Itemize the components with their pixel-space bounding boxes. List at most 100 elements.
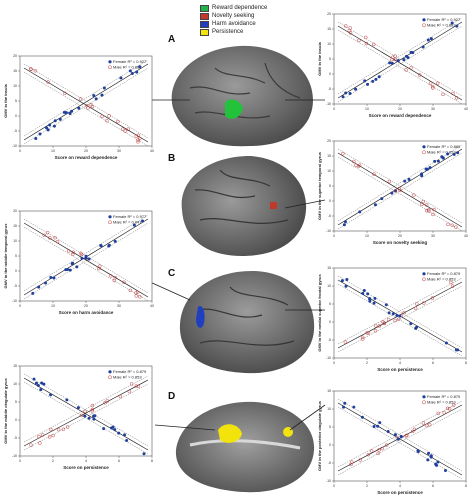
data-point-male xyxy=(387,179,392,184)
data-point-female xyxy=(429,454,433,458)
x-tick-label: 30 xyxy=(431,234,435,238)
data-point-female xyxy=(421,45,425,49)
data-point-male xyxy=(366,452,371,457)
y-tick-label: 15 xyxy=(327,27,331,31)
x-tick-label: 10 xyxy=(365,107,369,111)
data-point-female xyxy=(53,119,57,123)
data-point-male xyxy=(348,26,352,30)
data-point-male xyxy=(135,290,140,294)
legend-female: Female R² = 0.927 xyxy=(427,17,461,22)
data-point-male xyxy=(354,163,358,167)
data-point-male xyxy=(45,230,50,235)
data-point-female xyxy=(99,244,103,248)
x-tick-label: 40 xyxy=(150,304,154,308)
data-point-male xyxy=(51,433,55,438)
data-point-male xyxy=(116,119,120,124)
x-tick-label: 6 xyxy=(432,361,434,365)
data-point-male xyxy=(426,207,431,212)
data-point-female xyxy=(362,288,366,292)
confidence-band xyxy=(337,275,463,349)
data-point-female xyxy=(87,416,91,420)
legend-item-reward: Reward dependence xyxy=(200,4,267,12)
data-point-male xyxy=(364,41,369,46)
legend-label: Reward dependence xyxy=(212,5,268,11)
data-point-female xyxy=(340,279,344,283)
y-tick-label: 10 xyxy=(13,382,17,386)
data-point-male xyxy=(89,102,93,107)
data-point-male xyxy=(436,411,441,416)
data-point-female xyxy=(368,299,372,303)
data-point-female xyxy=(138,65,142,69)
data-point-female xyxy=(113,239,117,243)
data-point-female xyxy=(455,24,459,28)
data-point-female xyxy=(427,451,431,455)
confidence-band xyxy=(23,71,149,147)
data-point-female xyxy=(402,58,406,62)
data-point-male xyxy=(128,288,133,293)
data-point-male xyxy=(78,251,83,256)
data-point-female xyxy=(387,311,391,315)
y-tick-label: -5 xyxy=(14,284,17,288)
data-point-male xyxy=(97,266,101,271)
data-point-male xyxy=(449,280,453,285)
data-point-male xyxy=(105,118,109,123)
y-tick-label: 10 xyxy=(13,239,17,243)
data-point-female xyxy=(377,75,381,79)
data-point-female xyxy=(76,406,80,410)
confidence-band xyxy=(23,373,149,447)
data-point-male xyxy=(404,434,408,438)
data-point-female xyxy=(348,92,352,96)
data-point-female xyxy=(352,405,356,409)
data-point-male xyxy=(127,389,132,394)
data-point-female xyxy=(390,191,394,195)
data-point-male xyxy=(71,252,75,256)
data-point-male xyxy=(33,69,38,73)
data-point-female xyxy=(454,348,458,352)
y-tick-label: 15 xyxy=(13,69,17,73)
data-point-female xyxy=(372,425,376,429)
legend-male: Male R² = 0.853 xyxy=(427,150,456,155)
data-point-female xyxy=(393,433,397,437)
data-point-male xyxy=(97,264,102,268)
confidence-band xyxy=(337,148,463,224)
data-point-male xyxy=(451,91,455,96)
data-point-male xyxy=(372,172,376,176)
y-tick-label: 15 xyxy=(327,389,331,393)
legend-marker-male xyxy=(422,150,426,155)
y-tick-label: 10 xyxy=(327,284,331,288)
data-point-female xyxy=(75,265,79,269)
data-point-male xyxy=(55,239,60,244)
data-point-male xyxy=(48,236,52,240)
legend-marker-female xyxy=(108,60,112,64)
x-tick-label: 20 xyxy=(398,107,402,111)
region-legend: Reward dependence Novelty seeking Harm a… xyxy=(200,4,267,36)
data-point-female xyxy=(415,325,419,329)
data-point-female xyxy=(342,223,346,227)
y-tick-label: 5 xyxy=(329,184,331,188)
x-axis-label: Score on harm avoidance xyxy=(59,310,114,315)
legend-female: Female R² = 0.879 xyxy=(113,369,147,374)
legend-male: Male R² = 0.882 xyxy=(113,65,142,70)
y-tick-label: 5 xyxy=(329,302,331,306)
data-point-female xyxy=(40,381,44,385)
data-point-male xyxy=(373,328,378,333)
data-point-male xyxy=(431,212,435,217)
data-point-female xyxy=(71,261,75,265)
data-point-female xyxy=(446,152,450,156)
y-tick-label: -5 xyxy=(328,461,331,465)
data-point-male xyxy=(380,446,384,451)
data-point-male xyxy=(405,433,409,438)
data-point-female xyxy=(396,437,400,441)
data-point-male xyxy=(441,92,445,97)
data-point-male xyxy=(90,407,95,412)
x-tick-label: 0 xyxy=(333,234,335,238)
data-point-female xyxy=(405,54,409,58)
data-point-male xyxy=(393,189,398,193)
data-point-female xyxy=(102,427,106,431)
data-point-male xyxy=(404,68,408,72)
x-tick-label: 2 xyxy=(366,484,368,488)
confidence-band xyxy=(23,214,149,292)
data-point-male xyxy=(360,337,365,341)
data-point-male xyxy=(107,114,111,118)
data-point-female xyxy=(441,156,445,160)
